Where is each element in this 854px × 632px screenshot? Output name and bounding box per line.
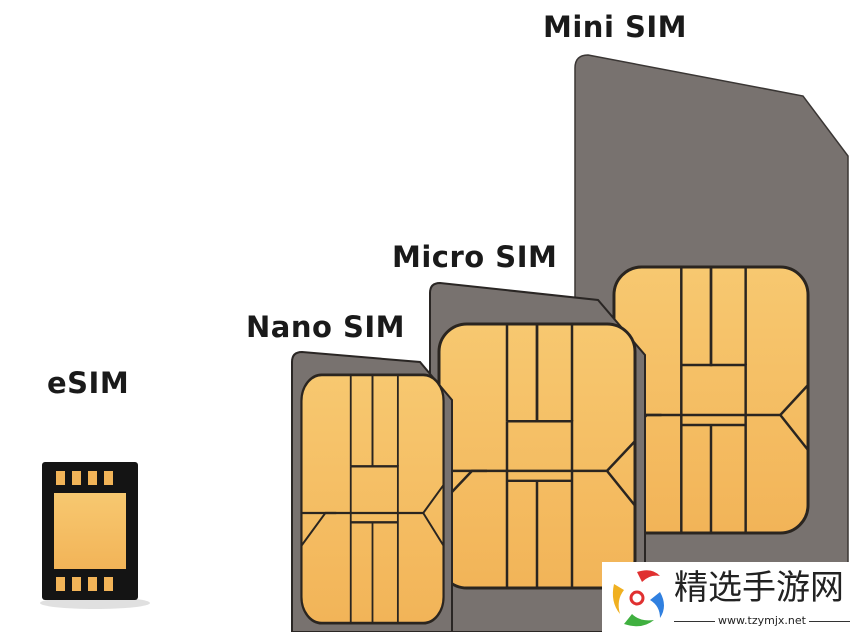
esim-chip [40,462,150,609]
nano-sim-card [291,350,453,632]
nano-sim-label: Nano SIM [246,310,406,344]
watermark-url: www.tzymjx.net [715,614,809,627]
mini-sim-label: Mini SIM [543,10,688,44]
nano-sim-chip [300,373,445,625]
micro-sim-label: Micro SIM [392,240,558,274]
watermark-brand: 精选手游网 [674,568,844,608]
micro-sim-card [429,281,646,632]
watermark-logo-icon [612,570,664,627]
micro-sim-chip [437,322,637,590]
watermark-url-wrap: www.tzymjx.net [674,614,850,628]
watermark: 精选手游网 www.tzymjx.net [602,562,854,632]
esim-label: eSIM [47,366,130,400]
